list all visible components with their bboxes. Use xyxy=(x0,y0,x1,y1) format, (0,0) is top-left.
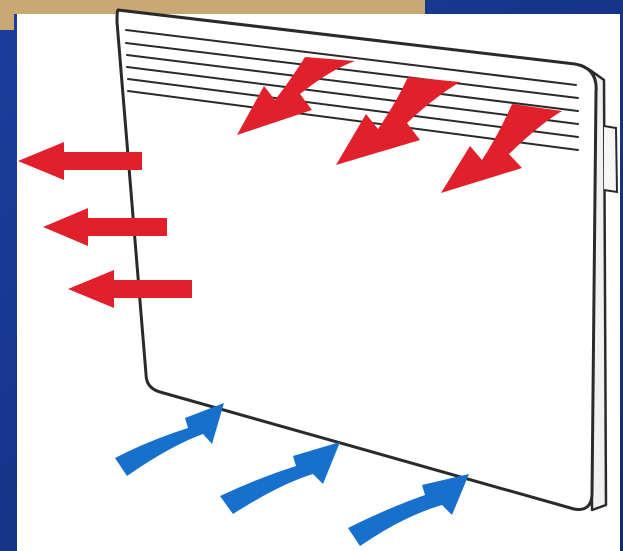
hot-outflow-top-arrows xyxy=(237,57,562,193)
hot-front-arrow xyxy=(68,270,192,308)
grille-slot xyxy=(126,66,579,125)
corner-photo-strip xyxy=(0,0,425,14)
hot-outflow-front-arrows xyxy=(18,142,192,308)
heater-wall-bracket xyxy=(603,125,619,194)
heater-front-panel xyxy=(115,8,598,511)
hot-front-arrow xyxy=(18,142,142,180)
cold-bottom-arrow xyxy=(220,442,340,514)
grille-slot xyxy=(125,42,579,99)
cold-inflow-bottom-arrows xyxy=(115,403,469,546)
grille-slot xyxy=(125,29,577,86)
grille-slot xyxy=(126,54,579,112)
hot-top-arrow xyxy=(441,104,562,193)
hot-front-arrow xyxy=(43,208,167,246)
cold-bottom-arrow xyxy=(115,403,224,476)
corner-photo-side xyxy=(0,0,14,30)
hot-top-arrow xyxy=(336,77,460,165)
cold-bottom-arrow xyxy=(348,474,469,546)
heater-unit xyxy=(115,8,619,512)
hot-top-arrow xyxy=(237,57,355,135)
